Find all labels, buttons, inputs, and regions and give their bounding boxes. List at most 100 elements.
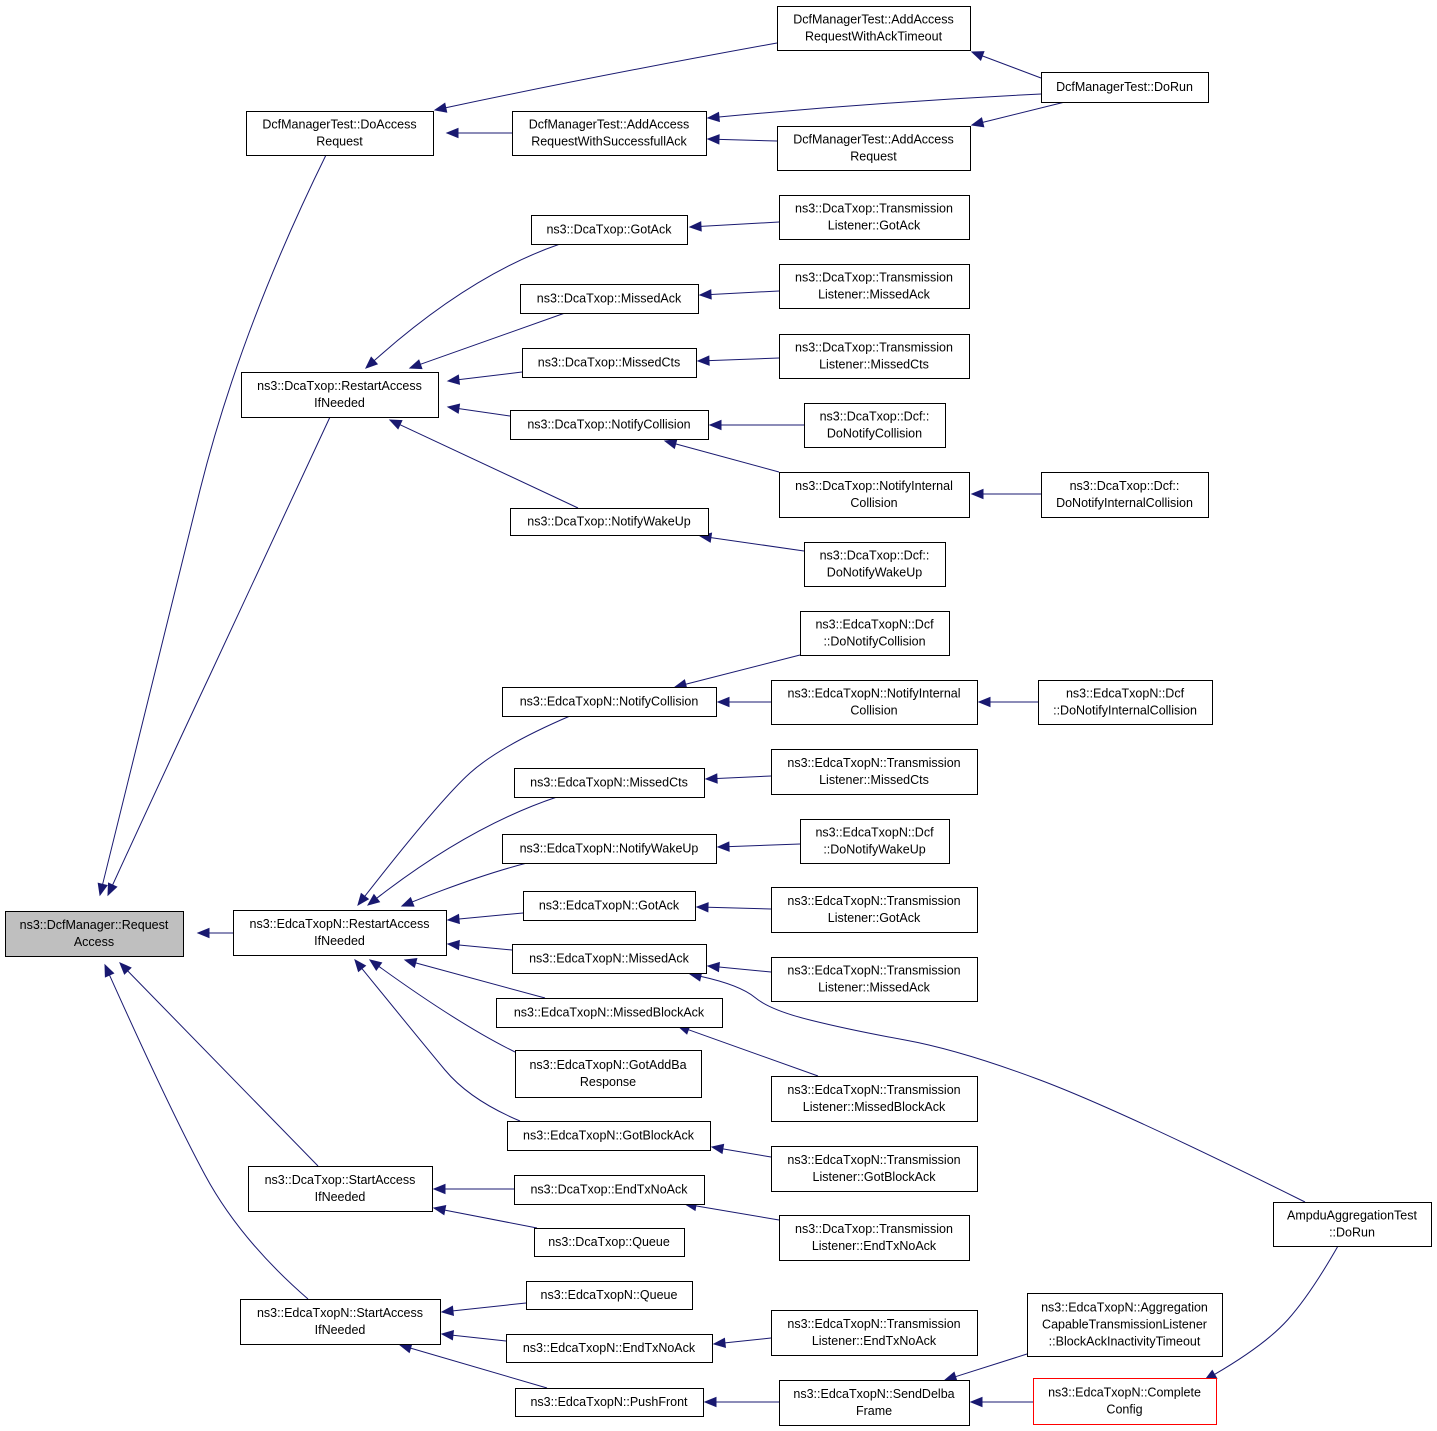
node-label: ns3::EdcaTxopN::Queue xyxy=(541,1288,678,1302)
node-box xyxy=(1033,1378,1217,1425)
node-box xyxy=(512,111,707,156)
graph-node-n29[interactable]: ns3::EdcaTxopN::TransmissionListener::Go… xyxy=(771,887,978,933)
graph-node-n8[interactable]: ns3::DcaTxop::TransmissionListener::GotA… xyxy=(779,195,970,240)
edge-line xyxy=(718,138,778,142)
node-box xyxy=(514,1175,705,1205)
graph-node-n23[interactable]: ns3::EdcaTxopN::Dcf::DoNotifyInternalCol… xyxy=(1038,680,1213,725)
graph-node-n28[interactable]: ns3::EdcaTxopN::GotAck xyxy=(523,891,696,921)
edge-line xyxy=(710,537,805,552)
graph-node-n4[interactable]: DcfManagerTest::DoRun xyxy=(1041,72,1209,103)
graph-node-n2[interactable]: DcfManagerTest::AddAccessRequestWithSucc… xyxy=(512,111,707,156)
graph-node-n26[interactable]: ns3::EdcaTxopN::NotifyWakeUp xyxy=(502,834,717,864)
node-box xyxy=(5,911,184,957)
node-label: ns3::DcaTxop::GotAck xyxy=(546,223,672,237)
node-box xyxy=(523,891,696,921)
graph-node-n40[interactable]: ns3::DcaTxop::TransmissionListener::EndT… xyxy=(779,1215,970,1261)
node-label: ns3::EdcaTxopN::MissedBlockAck xyxy=(514,1006,705,1020)
graph-node-n20[interactable]: ns3::EdcaTxopN::NotifyCollision xyxy=(502,687,717,717)
graph-edge-n21-n20 xyxy=(673,654,801,690)
graph-node-n35[interactable]: ns3::EdcaTxopN::GotBlockAck xyxy=(507,1121,711,1151)
graph-node-n39[interactable]: ns3::DcaTxop::EndTxNoAck xyxy=(514,1175,705,1205)
graph-node-n12[interactable]: ns3::DcaTxop::TransmissionListener::Miss… xyxy=(779,334,970,379)
graph-node-n14[interactable]: ns3::DcaTxop::Dcf::DoNotifyCollision xyxy=(804,403,946,448)
node-box xyxy=(1041,472,1209,518)
graph-node-n17[interactable]: ns3::DcaTxop::NotifyWakeUp xyxy=(510,508,709,536)
node-box xyxy=(804,542,946,587)
graph-node-n18[interactable]: ns3::DcaTxop::Dcf::DoNotifyWakeUp xyxy=(804,542,946,587)
arrowhead xyxy=(119,962,132,975)
graph-node-n24[interactable]: ns3::EdcaTxopN::MissedCts xyxy=(514,768,705,798)
node-label: IfNeeded xyxy=(315,1190,366,1204)
graph-node-n48[interactable]: ns3::EdcaTxopN::AggregationCapableTransm… xyxy=(1027,1293,1223,1357)
node-label: ns3::DcaTxop::Transmission xyxy=(795,271,953,285)
arrowhead xyxy=(970,117,985,128)
graph-edge-n32-n19 xyxy=(403,957,546,999)
graph-node-n32[interactable]: ns3::EdcaTxopN::MissedBlockAck xyxy=(496,998,723,1028)
node-box xyxy=(240,1299,441,1345)
node-label: ns3::DcaTxop::MissedCts xyxy=(538,356,680,370)
graph-edge-n2-n1 xyxy=(445,127,512,139)
arrowhead xyxy=(710,1143,725,1155)
edge-line xyxy=(376,796,558,899)
node-label: Listener::MissedBlockAck xyxy=(803,1100,946,1114)
arrowhead xyxy=(446,939,460,951)
graph-node-n9[interactable]: ns3::DcaTxop::MissedAck xyxy=(520,284,699,314)
edge-line xyxy=(127,970,319,1167)
edge-line xyxy=(102,154,327,885)
graph-edge-n6-n0 xyxy=(107,416,331,897)
node-box xyxy=(771,1310,978,1356)
graph-node-n37[interactable]: AmpduAggregationTest::DoRun xyxy=(1273,1202,1432,1247)
graph-edge-n29-n28 xyxy=(695,902,772,913)
graph-node-n31[interactable]: ns3::EdcaTxopN::TransmissionListener::Mi… xyxy=(771,957,978,1002)
graph-node-n7[interactable]: ns3::DcaTxop::GotAck xyxy=(531,215,688,245)
graph-node-n43[interactable]: ns3::EdcaTxopN::Queue xyxy=(526,1281,693,1310)
graph-edge-n18-n17 xyxy=(698,532,805,552)
arrowhead xyxy=(969,1396,983,1408)
graph-edge-n38-n0 xyxy=(119,962,319,1167)
graph-edge-n8-n7 xyxy=(688,221,780,232)
graph-node-n46[interactable]: ns3::EdcaTxopN::PushFront xyxy=(515,1388,704,1417)
node-box xyxy=(771,887,978,933)
node-label: ns3::EdcaTxopN::GotAddBa xyxy=(529,1058,686,1072)
graph-edge-n4-n3 xyxy=(970,51,1042,79)
graph-node-n11[interactable]: ns3::DcaTxop::MissedCts xyxy=(522,348,697,378)
graph-node-n3[interactable]: DcfManagerTest::AddAccessRequestWithAckT… xyxy=(777,6,971,51)
arrowhead xyxy=(196,927,210,939)
graph-node-n33[interactable]: ns3::EdcaTxopN::TransmissionListener::Mi… xyxy=(771,1076,978,1122)
node-label: DoNotifyWakeUp xyxy=(827,566,922,580)
node-box xyxy=(515,1050,702,1098)
edge-line xyxy=(420,312,566,365)
graph-edge-n41-n38 xyxy=(432,1205,538,1229)
graph-node-n41[interactable]: ns3::DcaTxop::Queue xyxy=(534,1228,685,1257)
graph-node-n13[interactable]: ns3::DcaTxop::NotifyCollision xyxy=(510,410,709,440)
node-label: ns3::EdcaTxopN::GotAck xyxy=(539,899,680,913)
graph-node-n21[interactable]: ns3::EdcaTxopN::Dcf::DoNotifyCollision xyxy=(800,611,950,656)
node-label: Request xyxy=(850,150,897,164)
graph-node-n45[interactable]: ns3::EdcaTxopN::TransmissionListener::En… xyxy=(771,1310,978,1356)
graph-node-n30[interactable]: ns3::EdcaTxopN::MissedAck xyxy=(512,944,707,974)
edge-line xyxy=(982,101,1066,123)
graph-node-n16[interactable]: ns3::DcaTxop::Dcf::DoNotifyInternalColli… xyxy=(1041,472,1209,518)
graph-node-n25[interactable]: ns3::EdcaTxopN::TransmissionListener::Mi… xyxy=(771,749,978,795)
node-label: DcfManagerTest::DoRun xyxy=(1056,80,1193,94)
graph-node-n36[interactable]: ns3::EdcaTxopN::TransmissionListener::Go… xyxy=(771,1146,978,1192)
graph-node-n27[interactable]: ns3::EdcaTxopN::Dcf::DoNotifyWakeUp xyxy=(800,819,950,864)
graph-node-n10[interactable]: ns3::DcaTxop::TransmissionListener::Miss… xyxy=(779,264,970,309)
graph-node-n22[interactable]: ns3::EdcaTxopN::NotifyInternalCollision xyxy=(771,680,978,725)
graph-node-n15[interactable]: ns3::DcaTxop::NotifyInternalCollision xyxy=(779,472,970,518)
graph-node-n44[interactable]: ns3::EdcaTxopN::EndTxNoAck xyxy=(506,1334,713,1363)
graph-edge-n28-n19 xyxy=(446,912,524,925)
node-box xyxy=(771,749,978,795)
